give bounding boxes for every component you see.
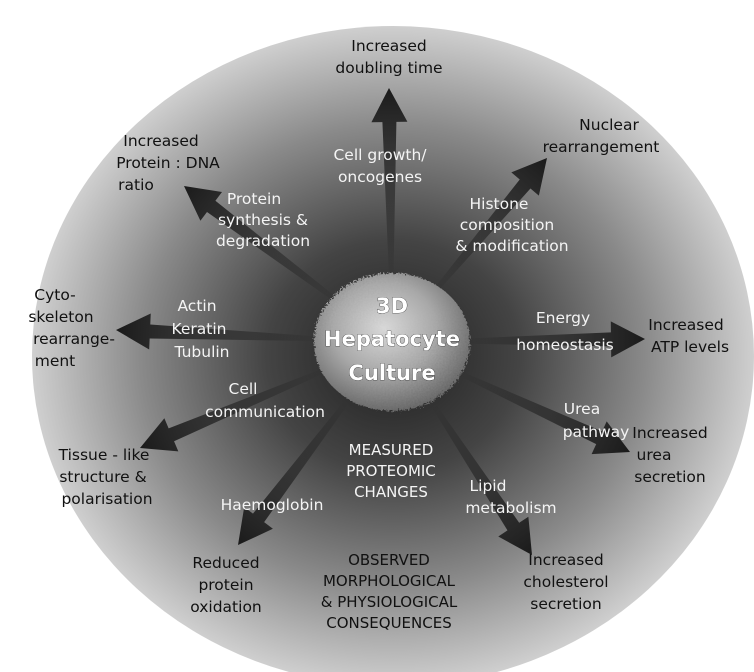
spoke-cytoskeleton: Actin Keratin Tubulin Cyto- skeleton rea… (28, 286, 229, 370)
spoke-cell-growth: Cell growth/ oncogenes Increased doublin… (333, 37, 442, 186)
histone-outer-1: Nuclear (579, 116, 639, 134)
center-title-line-3: Culture (348, 361, 435, 385)
arrow-communication (140, 350, 370, 452)
energy-outer-2: ATP levels (651, 338, 729, 356)
protein-inner-2: synthesis & (218, 211, 308, 229)
measured-line-2: PROTEOMIC (346, 462, 436, 480)
haemoglobin-outer-3: oxidation (190, 598, 262, 616)
cytoskeleton-inner-2: Keratin (171, 320, 226, 338)
spoke-lipid: Lipid metabolism Increased cholesterol s… (465, 477, 608, 613)
cytoskeleton-outer-2: skeleton (28, 308, 93, 326)
protein-outer-3: ratio (118, 176, 154, 194)
urea-outer-2: urea (637, 446, 672, 464)
histone-inner-3: & modification (455, 237, 568, 255)
lipid-inner-1: Lipid (470, 477, 507, 495)
growth-inner-1: Cell growth/ (333, 146, 427, 164)
arrow-growth (371, 87, 408, 318)
arrow-haemoglobin (237, 361, 378, 546)
cytoskeleton-outer-1: Cyto- (34, 286, 75, 304)
arrows-layer (115, 87, 646, 555)
observed-line-3: & PHYSIOLOGICAL (321, 593, 458, 611)
lipid-inner-2: metabolism (465, 499, 556, 517)
spoke-haemoglobin: Haemoglobin Reduced protein oxidation (190, 496, 323, 616)
energy-inner-1: Energy (536, 309, 590, 327)
histone-inner-2: composition (460, 216, 555, 234)
observed-consequences-label: OBSERVED MORPHOLOGICAL & PHYSIOLOGICAL C… (321, 551, 458, 632)
histone-inner-1: Histone (470, 195, 529, 213)
observed-line-1: OBSERVED (348, 551, 430, 569)
communication-outer-2: structure & (59, 468, 146, 486)
cell-blob (314, 273, 470, 411)
communication-inner-1: Cell (229, 380, 258, 398)
central-cell: 3D Hepatocyte Culture (314, 273, 470, 411)
urea-inner-1: Urea (564, 400, 600, 418)
center-title-line-2: Hepatocyte (324, 327, 460, 351)
arrow-cytoskeleton (115, 313, 368, 350)
arrow-energy (416, 321, 646, 358)
measured-line-1: MEASURED (349, 441, 434, 459)
observed-line-2: MORPHOLOGICAL (323, 572, 456, 590)
protein-outer-1: Increased (123, 132, 198, 150)
observed-line-4: CONSEQUENCES (326, 614, 451, 632)
cytoskeleton-inner-1: Actin (177, 297, 216, 315)
spoke-energy: Energy homeostasis Increased ATP levels (516, 309, 729, 356)
growth-outer-2: doubling time (335, 59, 442, 77)
communication-outer-1: Tissue - like (58, 446, 150, 464)
growth-outer-1: Increased (351, 37, 426, 55)
cytoskeleton-inner-3: Tubulin (173, 343, 229, 361)
communication-outer-3: polarisation (61, 490, 152, 508)
haemoglobin-inner-1: Haemoglobin (221, 496, 324, 514)
spoke-urea: Urea pathway Increased urea secretion (563, 400, 708, 486)
spoke-protein-synthesis: Protein synthesis & degradation Increase… (116, 132, 310, 250)
spoke-histone: Histone composition & modification Nucle… (455, 116, 659, 255)
urea-inner-2: pathway (563, 423, 630, 441)
haemoglobin-outer-2: protein (198, 576, 253, 594)
spoke-cell-communication: Cell communication Tissue - like structu… (58, 380, 325, 508)
measured-line-3: CHANGES (354, 483, 428, 501)
cytoskeleton-outer-4: ment (35, 352, 76, 370)
measured-proteomic-changes-label: MEASURED PROTEOMIC CHANGES (346, 441, 436, 501)
urea-outer-3: secretion (634, 468, 705, 486)
haemoglobin-outer-1: Reduced (192, 554, 259, 572)
histone-outer-2: rearrangement (543, 138, 660, 156)
lipid-outer-2: cholesterol (523, 573, 608, 591)
arrow-urea (414, 351, 631, 455)
center-title-line-1: 3D (376, 294, 408, 318)
lipid-outer-3: secretion (530, 595, 601, 613)
growth-inner-2: oncogenes (338, 168, 422, 186)
protein-inner-1: Protein (227, 190, 281, 208)
arrow-histone (407, 157, 548, 324)
protein-outer-2: Protein : DNA (116, 154, 220, 172)
arrow-protein (184, 185, 373, 328)
communication-inner-2: communication (205, 403, 325, 421)
energy-inner-2: homeostasis (516, 336, 614, 354)
energy-outer-1: Increased (648, 316, 723, 334)
lipid-outer-1: Increased (528, 551, 603, 569)
cytoskeleton-outer-3: rearrange- (33, 330, 115, 348)
urea-outer-1: Increased (632, 424, 707, 442)
arrow-lipid (404, 362, 532, 555)
protein-inner-3: degradation (216, 232, 310, 250)
